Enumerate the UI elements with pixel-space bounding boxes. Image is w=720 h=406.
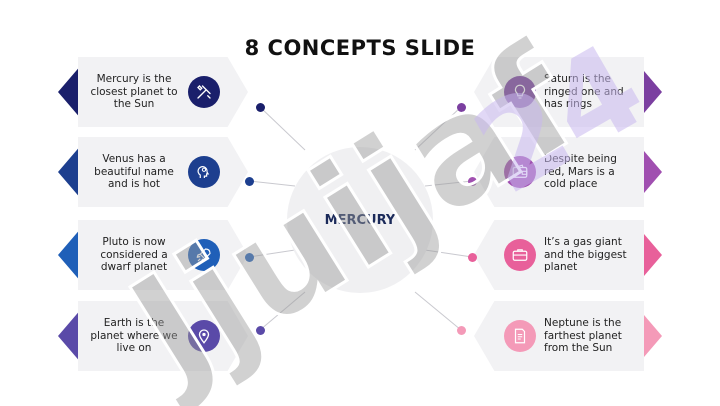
concept-text: Neptune is the farthest planet from the … (544, 317, 622, 355)
connector-dot (456, 325, 466, 335)
connector-line (414, 106, 462, 151)
concept-card-right-1: Saturn is the ringed one and has rings (474, 57, 644, 127)
concept-card-right-3: It’s a gas giant and the biggest planet (474, 220, 644, 290)
concept-card-left-3: Pluto is now considered a dwarf planet (78, 220, 248, 290)
concept-card-left-1: Mercury is the closest planet to the Sun (78, 57, 248, 127)
concept-card-left-4: Earth is the planet where we live on (78, 301, 248, 371)
head-idea-icon (188, 156, 220, 188)
center-circle: MERCURY (287, 147, 433, 293)
tools-icon (188, 76, 220, 108)
concept-text: Pluto is now considered a dwarf planet (100, 236, 168, 274)
connector-line (259, 106, 306, 151)
connector-line (424, 249, 473, 258)
connector-dot (467, 252, 477, 262)
concept-card-right-2: Despite being red, Mars is a cold place (474, 137, 644, 207)
concept-text: Mercury is the closest planet to the Sun (90, 73, 178, 111)
connector-line (414, 291, 462, 331)
briefcase-icon (504, 239, 536, 271)
concept-card-right-4: Neptune is the farthest planet from the … (474, 301, 644, 371)
connector-dot (255, 325, 265, 335)
connector-line (424, 180, 473, 187)
location-pin-icon (188, 320, 220, 352)
connector-dot (244, 252, 254, 262)
concept-card-left-2: Venus has a beautiful name and is hot (78, 137, 248, 207)
connector-line (248, 249, 296, 258)
connector-line (248, 180, 296, 187)
concept-text: It’s a gas giant and the biggest planet (544, 236, 627, 274)
connector-line (259, 291, 306, 331)
concept-text: Earth is the planet where we live on (90, 317, 178, 355)
connector-dot (255, 102, 265, 112)
slide-title: 8 CONCEPTS SLIDE (244, 36, 476, 60)
concept-text: Despite being red, Mars is a cold place (544, 153, 617, 191)
document-icon (504, 320, 536, 352)
lightbulb-icon (504, 76, 536, 108)
rocket-launch-icon (188, 239, 220, 271)
connector-dot (456, 102, 466, 112)
wallet-icon (504, 156, 536, 188)
concept-text: Venus has a beautiful name and is hot (94, 153, 174, 191)
center-label: MERCURY (324, 212, 396, 228)
connector-dot (244, 176, 254, 186)
concept-text: Saturn is the ringed one and has rings (544, 73, 624, 111)
connector-dot (467, 176, 477, 186)
